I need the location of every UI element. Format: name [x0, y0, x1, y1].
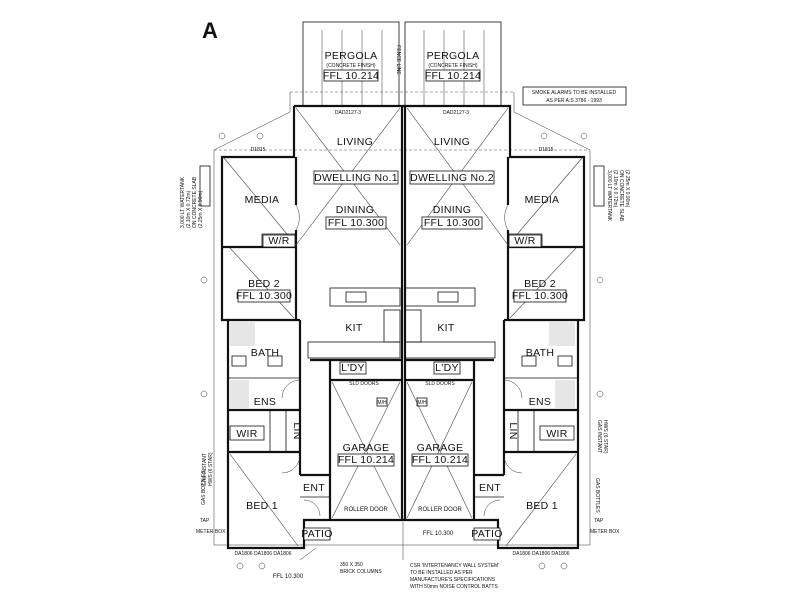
dining-label-1: DINING [336, 204, 375, 216]
gas-note-right-2: HWS (6 STAR) [602, 420, 608, 454]
tap-right: TAP [594, 518, 604, 524]
ldy-label-1: L'DY [341, 362, 365, 374]
meter-box-left: METER BOX [196, 529, 226, 535]
bed2-ffl-1: FFL 10.300 [236, 290, 292, 302]
svg-text:ON CONCRETE SLAB: ON CONCRETE SLAB [618, 170, 624, 222]
ffl-bottom-note: FFL 10.300 [273, 574, 304, 580]
brick-columns-note-1: 350 X 350 [340, 562, 363, 568]
walls [220, 104, 586, 550]
panel-label: A [202, 18, 218, 43]
living-label-2: LIVING [434, 136, 470, 148]
pergola-label-1: PERGOLA [325, 50, 378, 62]
mh-label-1: M/H [377, 400, 387, 406]
svg-text:ON CONCRETE SLAB: ON CONCRETE SLAB [192, 176, 198, 228]
gas-bottles-left: GAS BOTTLES [201, 470, 207, 505]
wr-label-1: W/R [268, 235, 289, 247]
wr-label-2: W/R [514, 235, 535, 247]
dining-ffl-1: FFL 10.300 [328, 217, 384, 229]
sld-doors-1: SLD DOORS [349, 381, 379, 387]
intertenancy-note-2: TO BE INSTALLED AS PER [410, 570, 473, 576]
kit-label-2: KIT [437, 322, 455, 334]
garage-label-2: GARAGE [417, 442, 464, 454]
roller-door-2: ROLLER DOOR [418, 507, 462, 513]
pergola-ffl-1: FFL 10.214 [323, 70, 379, 82]
svg-text:3,000 LT WATERTANK: 3,000 LT WATERTANK [606, 170, 612, 222]
pergola-ffl-2: FFL 10.214 [425, 70, 481, 82]
wir-label-1: WIR [236, 428, 257, 440]
porch-label-2: PATIO [471, 528, 502, 540]
dining-ffl-2: FFL 10.300 [424, 217, 480, 229]
grid-markers [200, 132, 604, 570]
window-code-top-1: D1815 [251, 147, 266, 153]
garage-ffl-1: FFL 10.214 [338, 454, 394, 466]
kitchen-island-2 [404, 287, 476, 307]
pergola-2: PERGOLA (CONCRETE FINISH) FFL 10.214 [404, 21, 502, 107]
dining-label-2: DINING [433, 204, 472, 216]
mh-label-2: M/H [417, 400, 427, 406]
ens-label-1: ENS [254, 396, 277, 408]
bed2-label-2: BED 2 [524, 278, 556, 290]
pergola-1: PERGOLA (CONCRETE FINISH) FFL 10.214 [302, 21, 400, 107]
pergola-finish-1: (CONCRETE FINISH) [326, 63, 376, 69]
ldy-label-2: L'DY [435, 362, 459, 374]
bed1-label-2: BED 1 [526, 500, 558, 512]
water-tank-right: 3,000 LT WATERTANK (2.10m X 0.72m) ON CO… [593, 165, 630, 222]
bath-label-2: BATH [526, 347, 554, 359]
bottom-windows-1: DA1806 DA1806 DA1806 [235, 551, 292, 557]
porch-label-1: PATIO [301, 528, 332, 540]
dwelling-label-1: DWELLING No.1 [314, 172, 398, 184]
smoke-alarm-box [522, 86, 627, 106]
svg-text:(2.10m X 0.72m): (2.10m X 0.72m) [186, 190, 192, 228]
porch-ffl-2: FFL 10.300 [423, 531, 454, 537]
lin-label-2: LIN [507, 422, 519, 439]
ens-label-2: ENS [529, 396, 552, 408]
kitchen-island-1 [329, 287, 401, 307]
ent-label-1: ENT [303, 482, 325, 494]
media-label-1: MEDIA [245, 194, 280, 206]
svg-text:(2.10m X 0.72m): (2.10m X 0.72m) [612, 170, 618, 208]
door-code-top-2: DAD2127-3 [443, 110, 469, 116]
kit-label-1: KIT [345, 322, 363, 334]
media-label-2: MEDIA [525, 194, 560, 206]
door-swings [281, 204, 523, 517]
bed1-label-1: BED 1 [246, 500, 278, 512]
gas-note-left: GAS INSTANT [202, 453, 208, 486]
brick-columns-note-2: BRICK COLUMNS [340, 569, 382, 575]
door-code-top-1: DAD2127-3 [335, 110, 361, 116]
window-code-top-2: D1815 [539, 147, 554, 153]
pergola-finish-2: (CONCRETE FINISH) [428, 63, 478, 69]
water-tank-left: 3,000 LT WATERTANK (2.10m X 0.72m) ON CO… [180, 165, 211, 228]
svg-text:3,000 LT WATERTANK: 3,000 LT WATERTANK [180, 176, 186, 228]
living-label-1: LIVING [337, 136, 373, 148]
svg-text:(2.25m X 0.90m): (2.25m X 0.90m) [198, 190, 204, 228]
sld-doors-2: SLD DOORS [425, 381, 455, 387]
dwelling-label-2: DWELLING No.2 [410, 172, 494, 184]
gas-note-right: GAS INSTANT [596, 420, 602, 453]
intertenancy-note-1: CSR 'INTERTENANCY WALL SYSTEM' [410, 563, 499, 569]
svg-text:(2.25m X 0.90m): (2.25m X 0.90m) [624, 170, 630, 208]
gas-note-left-2: HWS (6 STAR) [208, 452, 214, 486]
ent-label-2: ENT [479, 482, 501, 494]
smoke-alarm-note-1: SMOKE ALARMS TO BE INSTALLED [532, 90, 617, 96]
pergola-label-2: PERGOLA [427, 50, 480, 62]
fence-line-label: FENCE LINE [395, 45, 401, 75]
garage-label-1: GARAGE [343, 442, 390, 454]
smoke-alarm-note-2: AS PER A.S 3786 - 1993 [546, 98, 602, 104]
intertenancy-note-4: WITH 50mm NOISE CONTROL BATTS [410, 584, 498, 590]
gas-bottles-right: GAS BOTTLES [594, 478, 600, 513]
bath-label-1: BATH [251, 347, 279, 359]
lin-label-1: LIN [291, 422, 303, 439]
tap-left: TAP [200, 518, 210, 524]
meter-box-right: METER BOX [590, 529, 620, 535]
bottom-windows-2: DA1806 DA1806 DA1806 [513, 551, 570, 557]
intertenancy-note-3: MANUFACTURE'S SPECIFICATIONS [410, 577, 496, 583]
garage-ffl-2: FFL 10.214 [412, 454, 468, 466]
bed2-label-1: BED 2 [248, 278, 280, 290]
bed2-ffl-2: FFL 10.300 [512, 290, 568, 302]
roller-door-1: ROLLER DOOR [344, 507, 388, 513]
wir-label-2: WIR [546, 428, 567, 440]
